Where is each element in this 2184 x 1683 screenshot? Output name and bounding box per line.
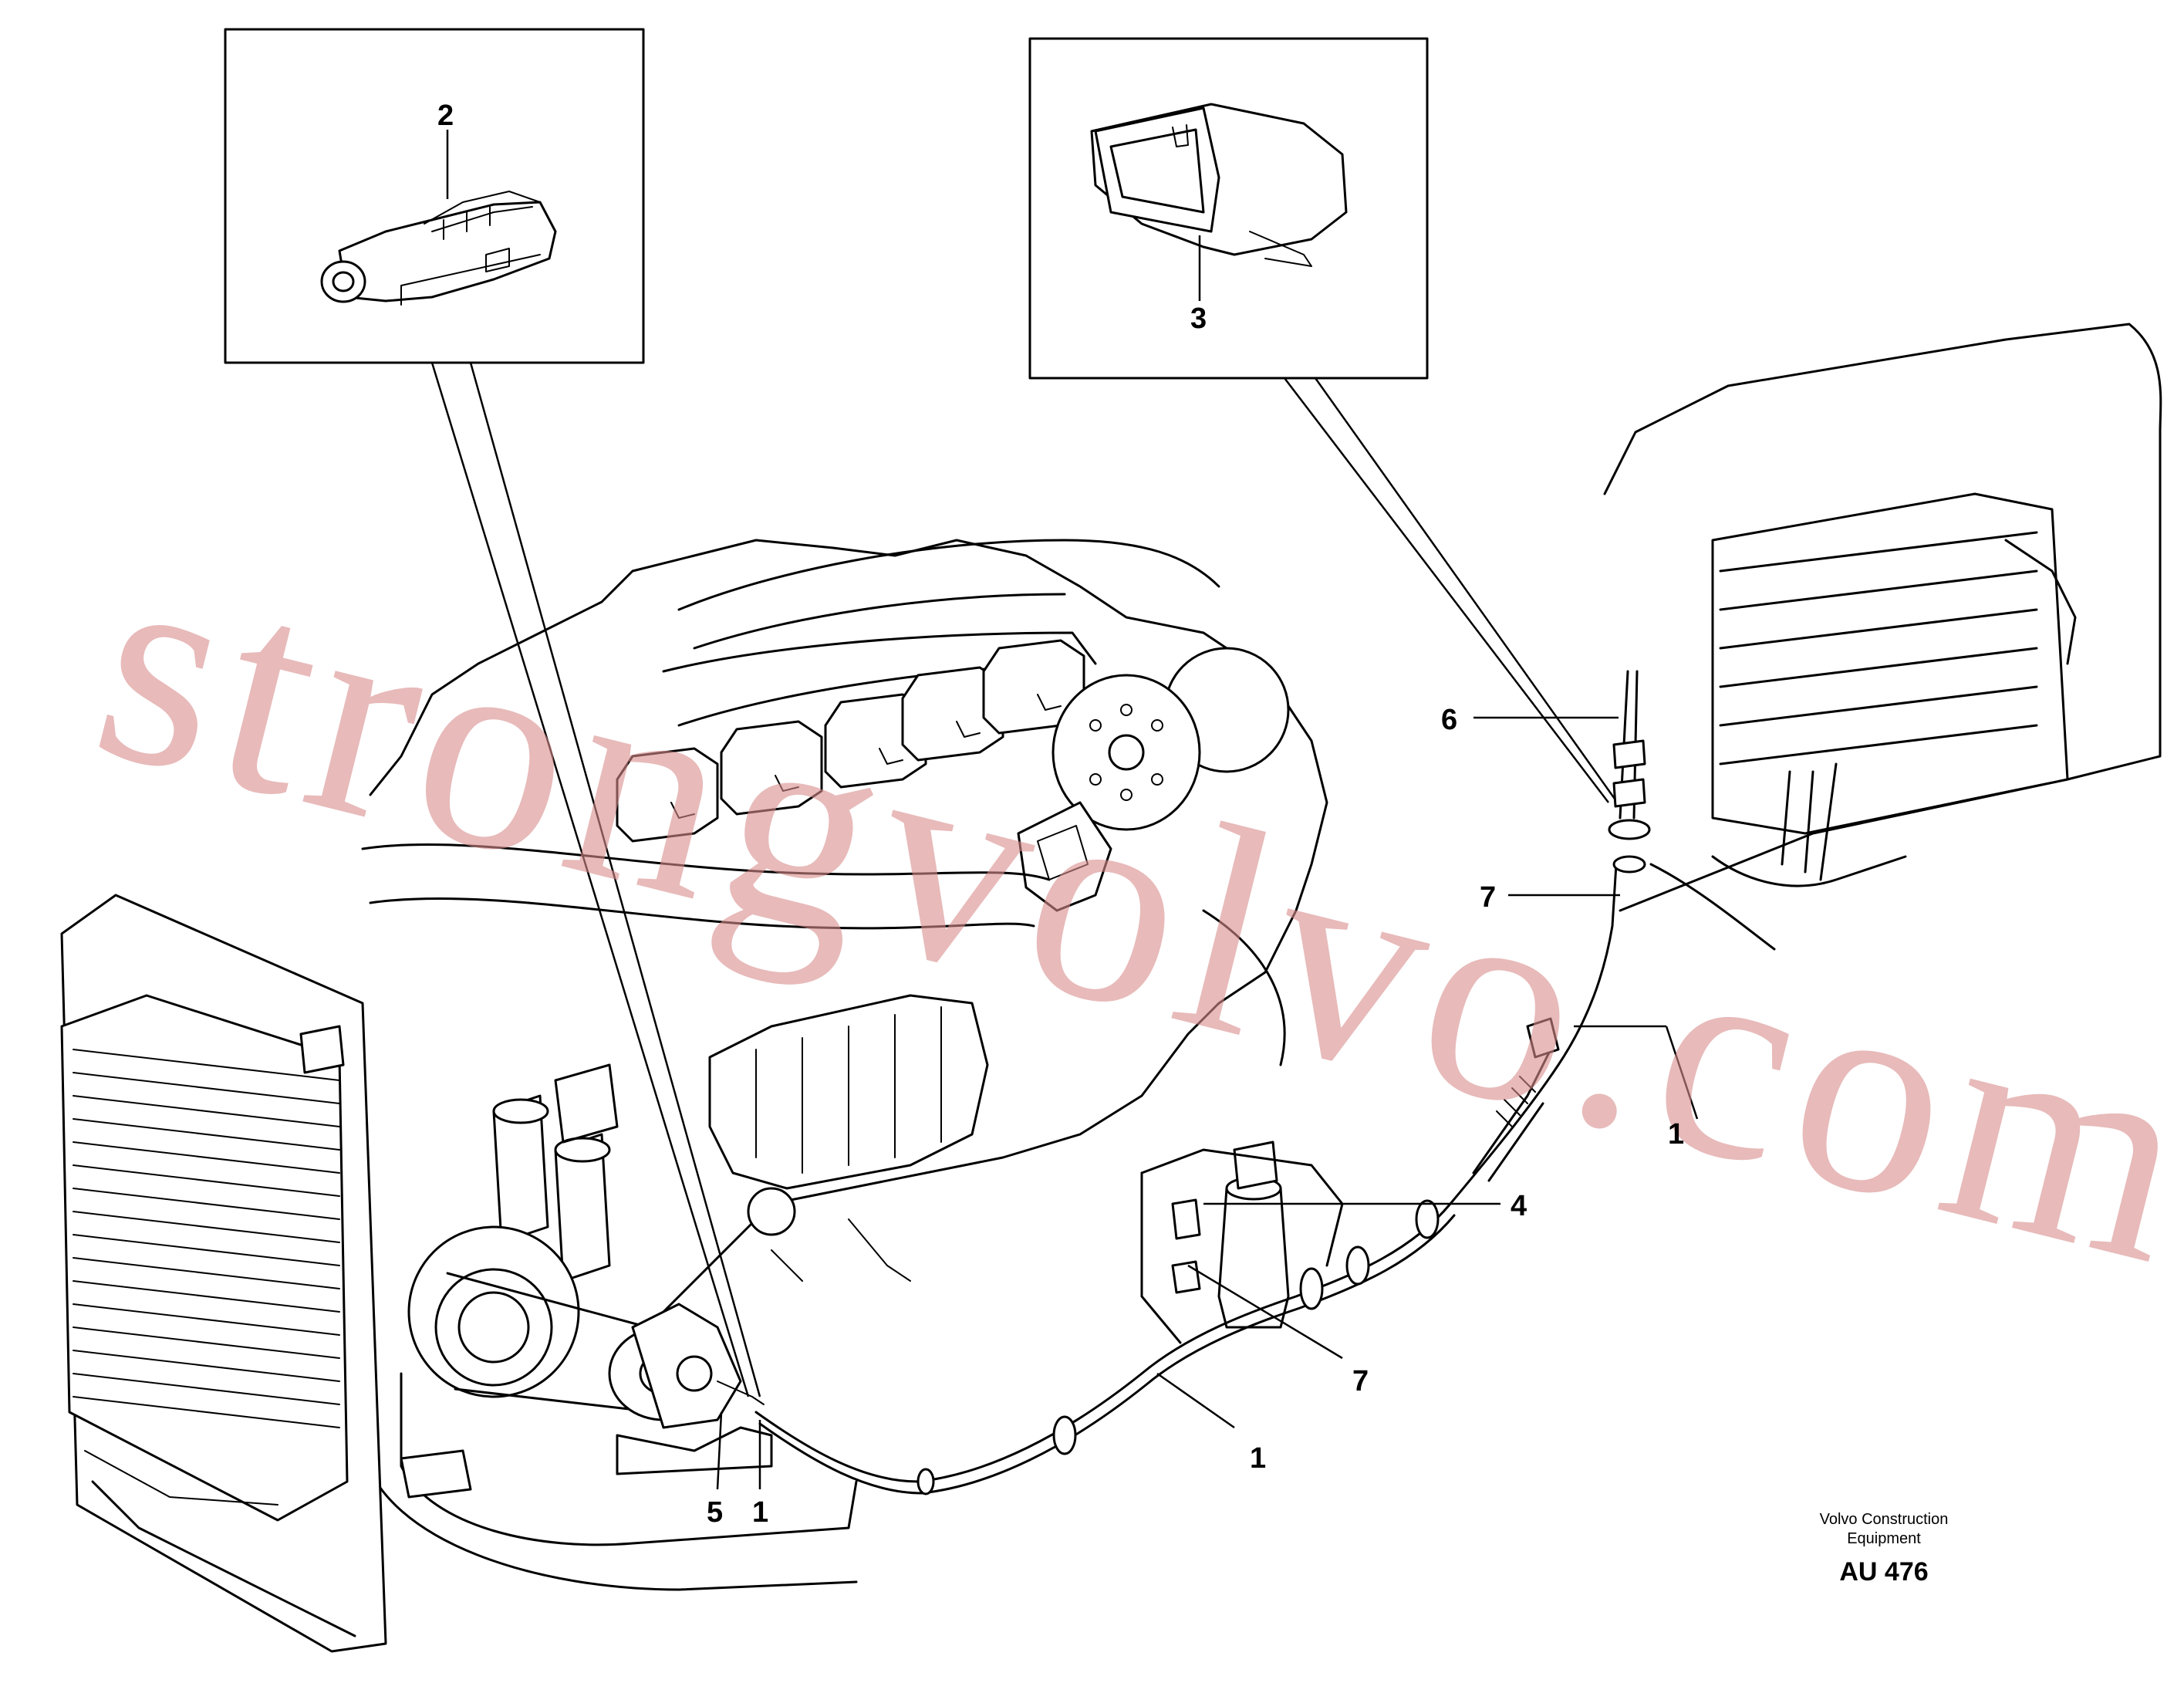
detail-box-connector — [224, 28, 645, 364]
connector-part-2 — [320, 191, 557, 306]
condenser-fins — [73, 1049, 340, 1428]
callout-5: 5 — [707, 1496, 723, 1529]
detail-box-cover — [1028, 37, 1429, 380]
callout-4: 4 — [1511, 1190, 1527, 1222]
engine-assembly — [361, 539, 1328, 1591]
drawing-id: AU 476 — [1839, 1557, 1928, 1587]
detail-leaders — [430, 362, 1622, 1397]
callout-7-upper: 7 — [1480, 881, 1496, 914]
turbocharger — [1017, 647, 1290, 912]
cylinder-head-covers — [616, 639, 1085, 843]
cover-part-3 — [1090, 103, 1348, 267]
receiver-drier — [1140, 1141, 1344, 1344]
callout-labels: 2 3 6 7 1 4 7 1 5 1 — [437, 100, 1684, 1529]
hose-upper-fittings — [1608, 670, 1651, 874]
drawing-caption: Volvo Construction Equipment AU 476 — [1820, 1511, 1949, 1587]
callout-1-mid: 1 — [1250, 1442, 1266, 1475]
callout-2: 2 — [437, 100, 454, 132]
callout-1-right: 1 — [1668, 1118, 1684, 1151]
ac-compressor — [631, 1303, 765, 1429]
ac-hose — [754, 670, 1651, 1495]
callout-1-left: 1 — [752, 1496, 768, 1529]
injection-pump — [708, 994, 989, 1282]
hose-clamps — [916, 1017, 1560, 1495]
callout-6: 6 — [1441, 704, 1457, 736]
callout-7-lower: 7 — [1352, 1365, 1369, 1397]
condenser-radiator — [60, 894, 472, 1653]
evaporator-unit — [1603, 323, 2162, 951]
evaporator-coils — [1719, 531, 2038, 765]
pulley-belt — [407, 1225, 773, 1475]
callout-leaders — [716, 716, 1699, 1490]
callout-3: 3 — [1190, 302, 1207, 335]
caption-company-2: Equipment — [1847, 1530, 1921, 1547]
fuel-filters — [492, 1063, 619, 1283]
caption-company: Volvo Construction — [1820, 1511, 1949, 1528]
